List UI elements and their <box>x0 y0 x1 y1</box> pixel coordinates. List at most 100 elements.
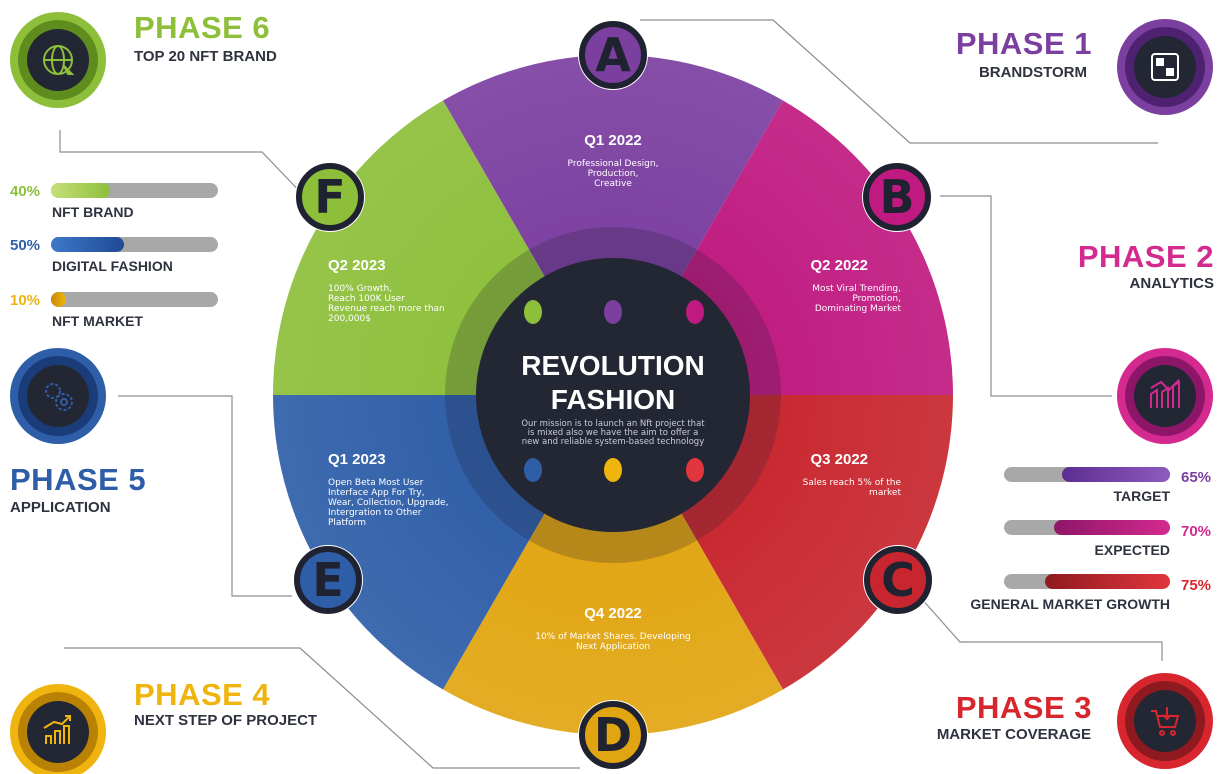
analytics-chart-icon <box>1150 379 1180 408</box>
badge-letter: F <box>314 170 345 224</box>
segment-line: 10% of Market Shares. Developing <box>535 632 691 642</box>
segment-line: Most Viral Trending, <box>812 284 901 294</box>
phase-4-subtitle: NEXT STEP OF PROJECT <box>134 712 318 729</box>
phase-icon-core <box>1134 365 1196 427</box>
segment-line: Professional Design, <box>568 159 659 169</box>
right-bar-fill <box>1045 574 1170 589</box>
segment-line: market <box>869 488 901 498</box>
left-bar-fill <box>51 292 66 307</box>
phase-icon-p6 <box>10 12 106 108</box>
segment-quarter: Q1 2022 <box>584 132 642 149</box>
center-title-line1: REVOLUTION <box>521 350 705 381</box>
center-mission-line: is mixed also we have the aim to offer a <box>528 428 699 438</box>
qr-shape <box>1156 58 1164 66</box>
segment-line: 200,000$ <box>328 314 371 324</box>
phase-icon-p2 <box>1117 348 1213 444</box>
left-bar-label: NFT BRAND <box>52 204 134 220</box>
cart-shape <box>1170 730 1176 736</box>
qr-code-icon <box>1151 53 1179 81</box>
left-bar-track <box>51 183 218 198</box>
cart-shape <box>1159 730 1165 736</box>
badge-d: D <box>578 700 648 770</box>
phase-3-title: PHASE 3 <box>955 690 1092 725</box>
gear-shape <box>55 393 73 411</box>
center-mission-line: new and reliable system-based technology <box>522 437 704 447</box>
left-bar-label: DIGITAL FASHION <box>52 258 173 274</box>
segment-quarter: Q3 2022 <box>810 451 868 468</box>
color-dot <box>524 300 542 324</box>
segment-line: Dominating Market <box>815 304 902 314</box>
segment-line: Wear, Collection, Upgrade, <box>328 498 448 508</box>
right-bar-track <box>1004 574 1170 589</box>
left-bar-fill <box>51 183 110 198</box>
phase-1-subtitle: BRANDSTORM <box>978 64 1087 81</box>
segment-line: Intergration to Other <box>328 508 422 518</box>
segment-quarter: Q4 2022 <box>584 605 642 622</box>
connector-line <box>919 596 1163 661</box>
badge-a: A <box>578 20 648 90</box>
segment-line: Sales reach 5% of the <box>803 478 902 488</box>
connector-line <box>940 195 1112 397</box>
badge-c: C <box>863 545 933 615</box>
right-bar-track <box>1004 520 1170 535</box>
right-bar-label: GENERAL MARKET GROWTH <box>970 596 1170 612</box>
badge-fill <box>579 701 647 769</box>
right-bar-fill <box>1054 520 1170 535</box>
right-bar-pct: 75% <box>1181 577 1212 594</box>
badge-fill <box>864 546 932 614</box>
badge-fill <box>579 21 647 89</box>
right-bar-label: TARGET <box>1113 488 1170 504</box>
segment-line: Reach 100K User <box>328 294 405 304</box>
color-dot <box>686 458 704 482</box>
center-disc <box>476 258 750 532</box>
segment-text-d: Q4 2022 10% of Market Shares. DevelopingN… <box>535 605 691 652</box>
gears-icon <box>45 383 73 411</box>
left-bar-track <box>51 237 218 252</box>
segment-line: Platform <box>328 518 366 528</box>
left-bar-pct: 40% <box>10 183 41 200</box>
phase-4-title: PHASE 4 <box>134 677 271 712</box>
segment-line: 100% Growth, <box>328 284 392 294</box>
segment-line: Creative <box>594 179 632 189</box>
phase-2-title: PHASE 2 <box>1077 239 1214 274</box>
center-mission-line: Our mission is to launch an Nft project … <box>521 419 705 429</box>
connector-line <box>640 19 1158 144</box>
connector-line <box>118 395 292 597</box>
badge-e: E <box>293 545 363 615</box>
connector-line <box>59 130 309 201</box>
cart-shape <box>1151 710 1180 728</box>
cursor-shape <box>63 65 75 75</box>
gear-shape <box>60 398 68 406</box>
phase-3-subtitle: MARKET COVERAGE <box>936 726 1091 743</box>
phase-icon-p1 <box>1117 19 1213 115</box>
left-bar-pct: 50% <box>10 237 41 254</box>
segment-line: Next Application <box>576 642 650 652</box>
badge-letter: C <box>881 553 915 607</box>
center-title-line2: FASHION <box>551 384 675 415</box>
segment-line: Revenue reach more than <box>328 304 445 314</box>
left-bar-track <box>51 292 218 307</box>
segment-line: Interface App For Try, <box>328 488 425 498</box>
phase-5-subtitle: APPLICATION <box>10 499 111 516</box>
right-bar-track <box>1004 467 1170 482</box>
cart-icon <box>1151 707 1180 736</box>
color-dot <box>686 300 704 324</box>
segment-line: Open Beta Most User <box>328 478 424 488</box>
chart-shape <box>45 725 70 744</box>
phase-1-title: PHASE 1 <box>955 26 1092 61</box>
badge-letter: A <box>595 28 631 82</box>
qr-shape <box>1166 68 1174 76</box>
segment-quarter: Q1 2023 <box>328 451 386 468</box>
gear-shape <box>45 383 61 399</box>
segment-quarter: Q2 2022 <box>810 257 868 274</box>
badge-fill <box>294 546 362 614</box>
badge-fill <box>296 163 364 231</box>
badge-letter: E <box>312 553 343 607</box>
phase-icon-core <box>1134 690 1196 752</box>
growth-chart-icon <box>43 715 71 744</box>
